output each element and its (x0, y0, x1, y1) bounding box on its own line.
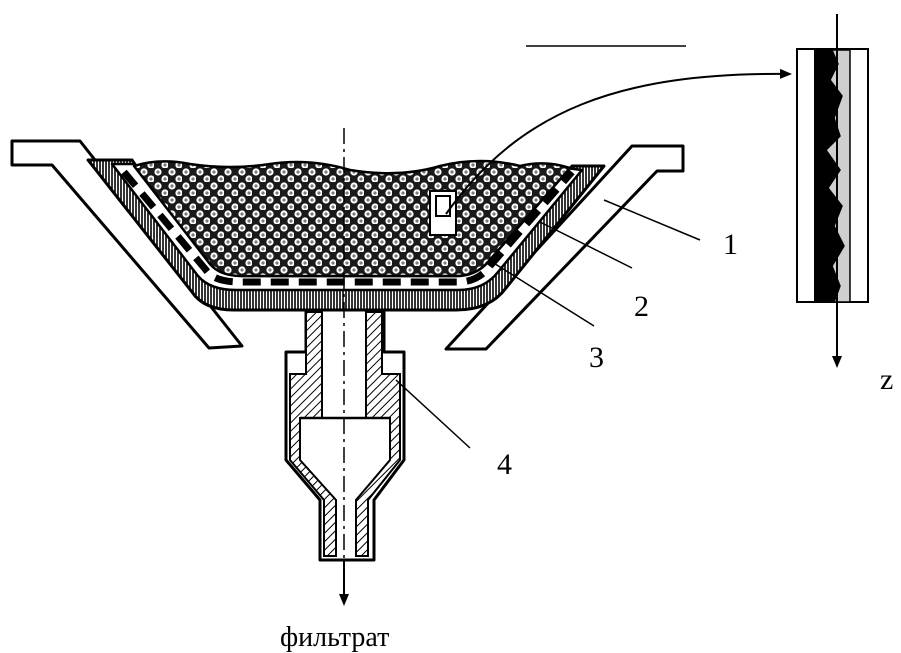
support-right-wall (444, 144, 685, 351)
label-1: 1 (723, 228, 738, 261)
label-3: 3 (589, 341, 604, 374)
sample-window (429, 190, 457, 236)
support-frame (10, 139, 685, 351)
callout-arrow (445, 68, 792, 215)
filtrate-label: фильтрат (280, 622, 389, 653)
z-axis-label: z (880, 363, 893, 396)
detail-inset (796, 14, 869, 368)
filter-bowl (86, 158, 606, 312)
outlet-nozzle (284, 308, 406, 562)
label-4: 4 (497, 448, 512, 481)
label-2: 2 (634, 290, 649, 323)
support-left-wall (10, 139, 244, 350)
porous-bed (132, 159, 572, 278)
nozzle-body (284, 308, 406, 562)
leader-lines (395, 199, 701, 449)
